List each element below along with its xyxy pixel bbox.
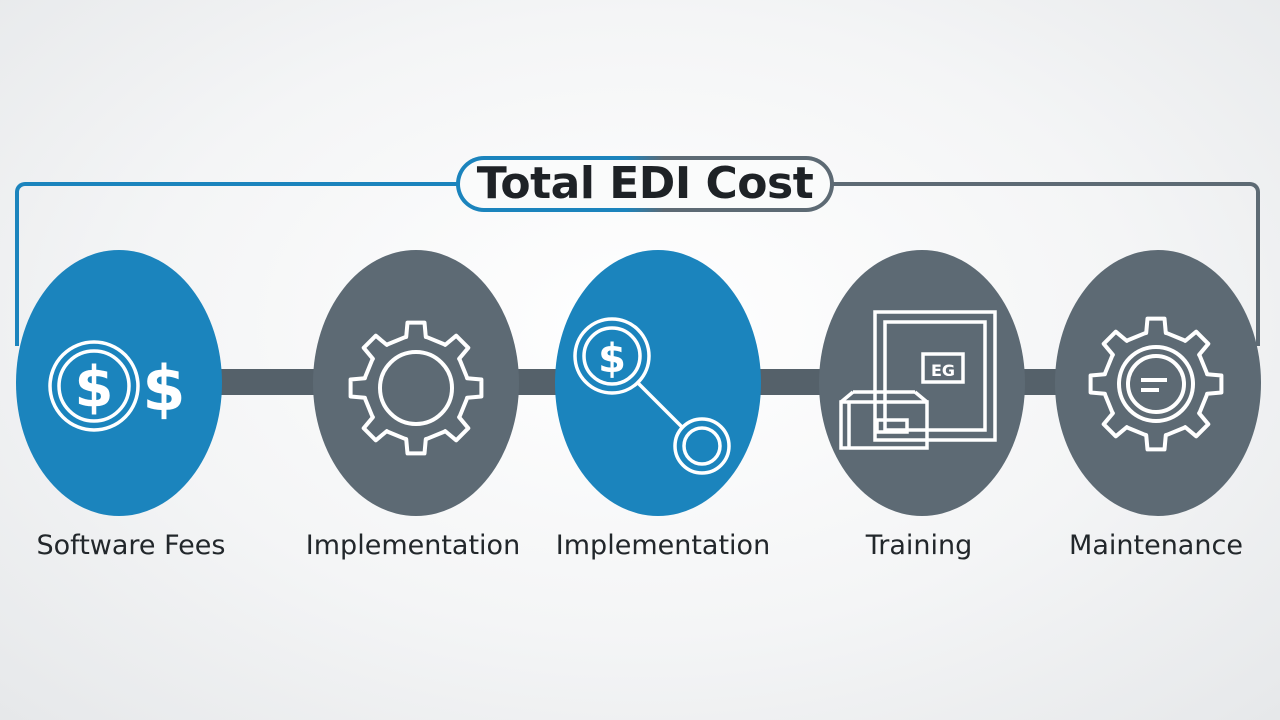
maintenance-gear-icon	[1088, 316, 1224, 452]
label-software-fees: Software Fees	[36, 530, 226, 561]
node-implementation-1	[313, 250, 519, 516]
node-implementation-2: $	[555, 250, 761, 516]
svg-text:EG: EG	[931, 361, 955, 380]
dollar-link-icon: $	[573, 317, 731, 475]
node-training: EG	[819, 250, 1025, 516]
dollar-coins-icon: $ $	[48, 340, 186, 432]
gear-icon	[348, 320, 484, 456]
diagram-title: Total EDI Cost	[476, 158, 814, 209]
bracket-left	[15, 182, 464, 346]
node-software-fees: $ $	[16, 250, 222, 516]
label-maintenance: Maintenance	[1069, 530, 1243, 561]
svg-text:$: $	[142, 352, 185, 425]
label-training: Training	[865, 530, 973, 561]
svg-text:$: $	[75, 355, 114, 420]
svg-text:$: $	[598, 336, 626, 382]
title-pill: Total EDI Cost	[456, 156, 834, 212]
bracket-right	[830, 182, 1260, 346]
node-maintenance	[1055, 250, 1261, 516]
training-boxes-icon: EG	[839, 310, 997, 450]
label-implementation-2: Implementation	[555, 530, 771, 561]
label-implementation-1: Implementation	[305, 530, 521, 561]
